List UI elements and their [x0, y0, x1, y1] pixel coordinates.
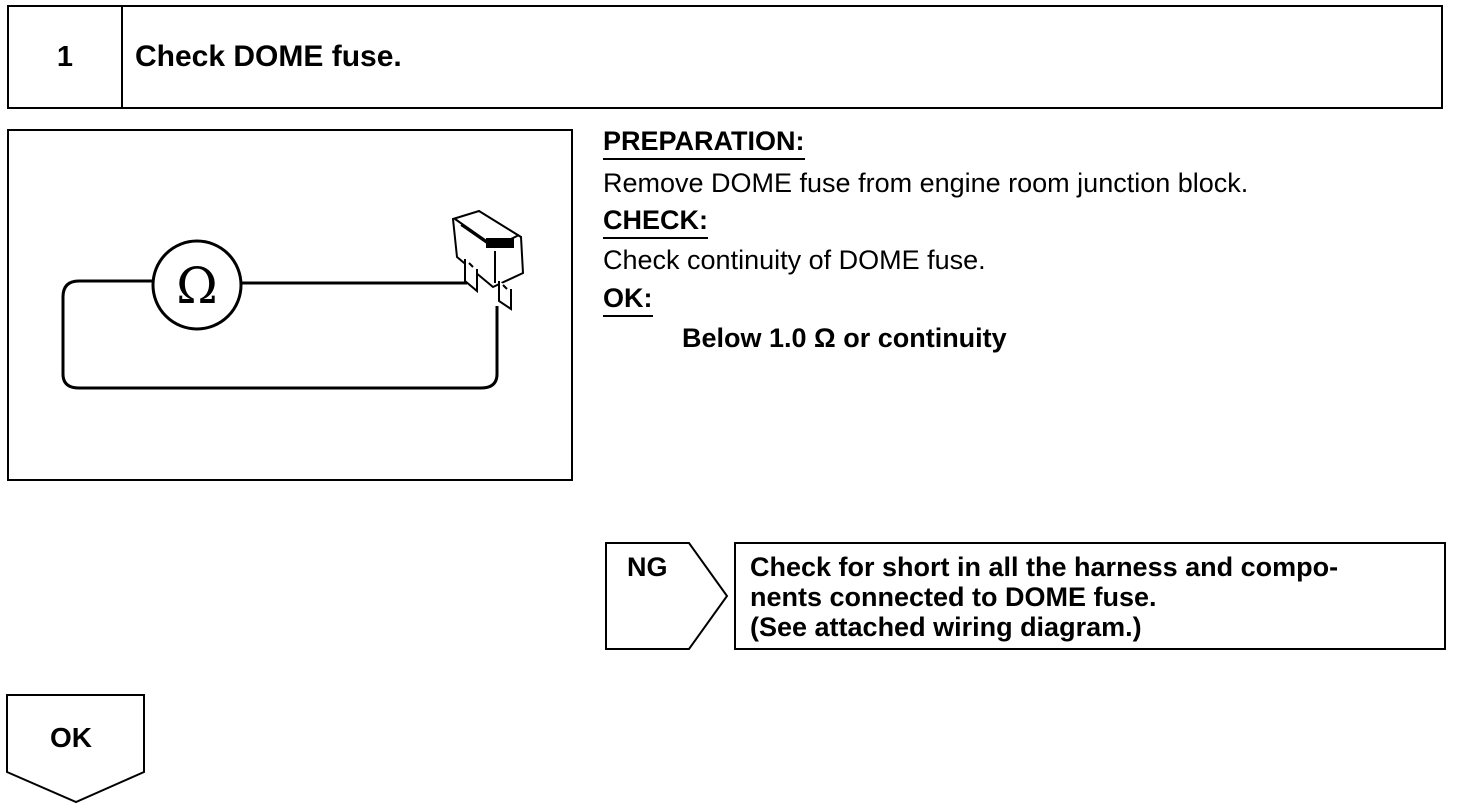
ok-branch-arrow: [6, 694, 145, 804]
ng-branch-arrow: [605, 542, 729, 650]
ok-label: OK: [50, 722, 92, 753]
ng-action-line: Check for short in all the harness and c…: [750, 552, 1339, 582]
check-text: Check continuity of DOME fuse.: [603, 245, 986, 275]
step-title: Check DOME fuse.: [135, 40, 402, 73]
preparation-text: Remove DOME fuse from engine room juncti…: [603, 168, 1249, 198]
ng-action-line: nents connected to DOME fuse.: [750, 582, 1157, 612]
continuity-test-illustration: Ω: [7, 129, 573, 481]
test-lead-wire: [61, 279, 499, 390]
ng-action-box: Check for short in all the harness and c…: [734, 542, 1446, 650]
ohmmeter-icon: Ω: [151, 239, 243, 331]
step-header: 1 Check DOME fuse.: [7, 5, 1443, 109]
ng-action-line: (See attached wiring diagram.): [750, 612, 1142, 642]
ok-spec: Below 1.0 Ω or continuity: [682, 323, 1007, 353]
check-heading: CHECK:: [603, 205, 708, 239]
blade-fuse-icon: [451, 209, 525, 311]
preparation-heading: PREPARATION:: [603, 126, 805, 160]
ng-label: NG: [627, 552, 668, 582]
svg-text:Ω: Ω: [176, 257, 217, 315]
ok-heading: OK:: [603, 283, 653, 317]
circuit-diagram: Ω: [61, 209, 525, 390]
step-number: 1: [9, 7, 123, 107]
